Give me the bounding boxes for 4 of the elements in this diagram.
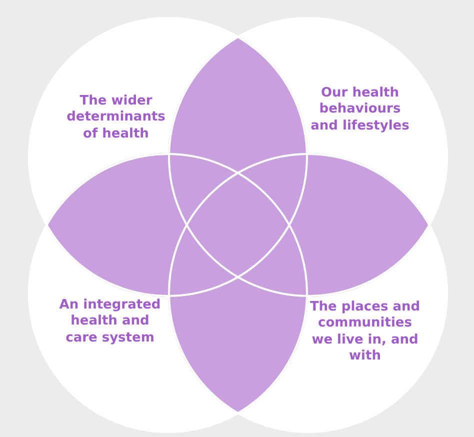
circle-label: An integrated health and care system (58, 298, 162, 346)
circle-label: The places and communities we live in, and with (309, 300, 421, 364)
circle-label: The wider determinants of health (66, 94, 166, 142)
circle-label: Our health behaviours and lifestyles (310, 86, 410, 134)
